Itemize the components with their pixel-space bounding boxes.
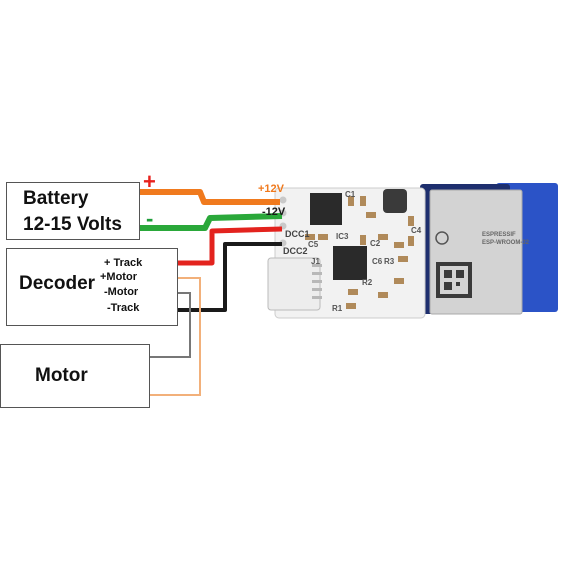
- inductor: [383, 189, 407, 213]
- connector-pins: [312, 264, 322, 299]
- decoder-title: Decoder: [19, 273, 96, 294]
- pin-label-dcc2: DCC2: [283, 246, 308, 256]
- module-model: ESP-WROOM-32: [482, 240, 530, 246]
- silk-r2: R2: [362, 278, 373, 287]
- terminal-label-motor-minus: -Motor: [104, 286, 139, 298]
- battery-title: Battery: [23, 188, 89, 209]
- silk-r3: R3: [384, 257, 395, 266]
- wire-battery-minus: [140, 213, 283, 231]
- battery-plus-sign: +: [143, 169, 156, 194]
- wire-track-plus: [170, 226, 283, 266]
- silk-c2: C2: [370, 239, 381, 248]
- pin-label-plus12v: +12V: [258, 183, 284, 195]
- terminal-label-track-minus: -Track: [107, 302, 140, 314]
- wire-motor-plus: [150, 277, 201, 396]
- motor-title: Motor: [35, 365, 88, 386]
- terminal-label-motor-plus: +Motor: [100, 271, 137, 283]
- battery-voltage: 12-15 Volts: [23, 214, 122, 235]
- wire-battery-plus: [140, 189, 280, 205]
- silk-c5: C5: [308, 240, 319, 249]
- chip-ic2: [333, 246, 367, 280]
- espressif-logo-icon: [435, 231, 449, 245]
- silk-c6: C6: [372, 257, 383, 266]
- silk-c4: C4: [411, 226, 422, 235]
- silk-j1: J1: [311, 257, 320, 266]
- wire-motor-minus: [150, 292, 191, 358]
- decoder-box: Decoder: [6, 248, 178, 326]
- wire-track-minus: [170, 242, 282, 312]
- pin-label-minus12v: -12V: [262, 206, 286, 218]
- battery-box: Battery 12-15 Volts: [6, 182, 140, 240]
- silk-ic3: IC3: [336, 232, 349, 241]
- battery-minus-sign: -: [146, 206, 154, 231]
- motor-box: Motor: [0, 344, 150, 408]
- chip-ic1: [310, 193, 342, 225]
- silk-c1: C1: [345, 190, 356, 199]
- terminal-label-track-plus: + Track: [104, 257, 143, 269]
- pin-label-dcc1: DCC1: [285, 229, 310, 239]
- module-brand: ESPRESSIF: [482, 232, 516, 238]
- board-connector: [267, 257, 321, 311]
- smd-components: [305, 196, 414, 309]
- silk-r1: R1: [332, 304, 343, 313]
